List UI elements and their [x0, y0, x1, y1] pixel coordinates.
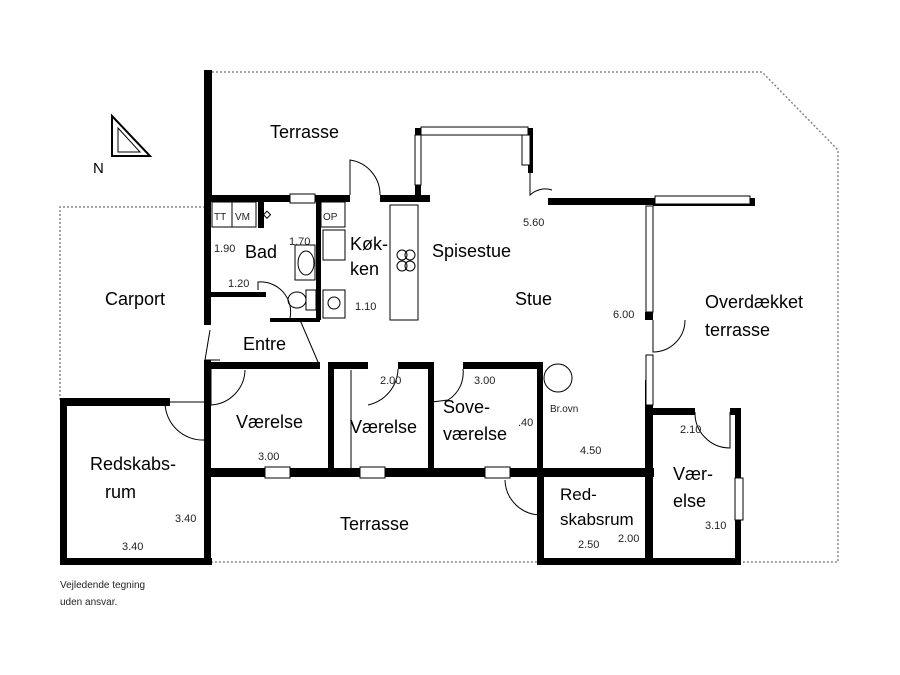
sink-icon	[294, 244, 316, 281]
dim-sove-h: .40	[518, 417, 533, 429]
room-spisestue: Spisestue	[432, 241, 511, 261]
room-entre: Entre	[243, 334, 286, 354]
tt-label: TT	[214, 212, 226, 223]
dim-red-w: 3.40	[122, 541, 143, 553]
room-vaer-right-2: else	[673, 491, 706, 511]
room-kokken-1: Køk-	[350, 234, 388, 254]
room-sove-2: værelse	[443, 424, 507, 444]
dim-entre: 1.20	[228, 278, 249, 290]
room-kokken-2: ken	[350, 259, 379, 279]
stove-icon	[396, 249, 416, 272]
dim-bad-w: 1.90	[214, 243, 235, 255]
dim-bad-h: 1.70	[289, 236, 310, 248]
north-arrow-icon: N	[93, 113, 153, 177]
footnote-line-1: Vejledende tegning	[60, 580, 145, 591]
room-labels: Terrasse Carport Bad Køk- ken Spisestue …	[90, 122, 803, 534]
toilet-icon	[287, 291, 307, 309]
room-redskabsrum-2: rum	[105, 482, 136, 502]
room-terrasse-bottom: Terrasse	[340, 514, 409, 534]
dim-red-small-h: 2.00	[618, 533, 639, 545]
dim-stue-bottom: 4.50	[580, 445, 601, 457]
room-redskabsrum-1: Redskabs-	[90, 454, 176, 474]
dim-red-small-w: 2.50	[578, 539, 599, 551]
dim-kokken: 1.10	[355, 301, 376, 313]
terrace-outline	[59, 71, 839, 563]
room-bad: Bad	[245, 242, 277, 262]
dim-vaer2: 2.00	[380, 375, 401, 387]
windows	[264, 126, 751, 521]
bathroom-fixtures: TT VM OP Br.ovn	[211, 201, 578, 415]
walls	[60, 70, 755, 565]
room-vaerelse-2: Værelse	[350, 417, 417, 437]
op-label: OP	[323, 212, 338, 223]
room-stue: Stue	[515, 289, 552, 309]
dimension-labels: 1.90 1.70 1.20 1.10 5.60 6.00 3.00 2.00 …	[122, 217, 726, 553]
doors	[164, 159, 731, 516]
room-vaer-right-1: Vær-	[673, 464, 713, 484]
room-red-small-2: skabsrum	[560, 510, 634, 529]
drain-icon	[262, 210, 272, 219]
footnote-line-2: uden ansvar.	[60, 597, 117, 608]
vm-label: VM	[235, 212, 250, 223]
dim-vaer-right-h: 3.10	[705, 520, 726, 532]
room-carport: Carport	[105, 289, 165, 309]
room-vaerelse-1: Værelse	[236, 412, 303, 432]
room-terrasse-top: Terrasse	[270, 122, 339, 142]
room-overdaekket-2: terrasse	[705, 320, 770, 340]
compass-label: N	[93, 160, 104, 177]
dim-red-h: 3.40	[175, 513, 196, 525]
kitchen-sink-icon	[322, 229, 346, 261]
room-sove-1: Sove-	[443, 397, 490, 417]
dim-sove-w: 3.00	[474, 375, 495, 387]
dim-vaer-right-w: 2.10	[680, 424, 701, 436]
brovn-label: Br.ovn	[550, 404, 578, 415]
dim-stue-top: 5.60	[523, 217, 544, 229]
room-red-small-1: Red-	[560, 485, 597, 504]
stove-oven-icon	[543, 363, 573, 393]
room-overdaekket-1: Overdækket	[705, 292, 803, 312]
dim-vaer1: 3.00	[258, 451, 279, 463]
dim-stue-side: 6.00	[613, 309, 634, 321]
